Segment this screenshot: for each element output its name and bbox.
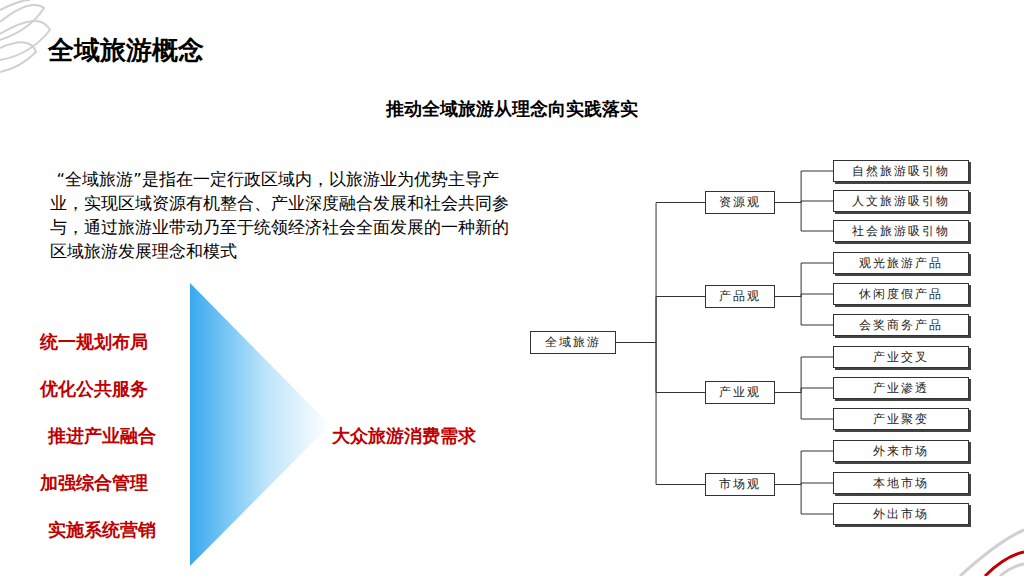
node-text: 人文旅游吸引物: [852, 193, 950, 210]
item-box: 社会旅游吸引物: [833, 220, 969, 242]
node-text: 市场观: [719, 476, 761, 493]
tree-connector: [775, 297, 833, 326]
node-text: 资源观: [719, 194, 761, 211]
corner-arcs: [0, 0, 50, 72]
item-box: 休闲度假产品: [833, 283, 969, 305]
category-box: 市场观: [705, 473, 775, 496]
measure-item: 实施系统营销: [48, 518, 156, 542]
tree-connector: [616, 297, 705, 343]
subtitle: 推动全域旅游从理念向实践落实: [0, 97, 1024, 121]
tree-connector: [616, 343, 705, 485]
node-text: 外出市场: [873, 506, 929, 523]
category-box: 资源观: [705, 191, 775, 214]
measure-item: 优化公共服务: [40, 377, 148, 401]
tree-connector: [775, 485, 833, 515]
node-text: 自然旅游吸引物: [852, 163, 950, 180]
demand-label: 大众旅游消费需求: [332, 424, 476, 448]
item-box: 人文旅游吸引物: [833, 190, 969, 212]
node-text: 产品观: [719, 288, 761, 305]
item-box: 外来市场: [833, 440, 969, 462]
measure-item: 统一规划布局: [40, 330, 148, 354]
node-text: 社会旅游吸引物: [852, 223, 950, 240]
tree-connector: [775, 357, 833, 393]
item-box: 本地市场: [833, 472, 969, 494]
tree-connector: [775, 263, 833, 297]
measure-item: 推进产业融合: [48, 424, 156, 448]
item-box: 会奖商务产品: [833, 314, 969, 336]
root-box: 全域旅游: [530, 331, 616, 354]
item-box: 产业聚变: [833, 408, 969, 430]
page-title: 全域旅游概念: [48, 33, 204, 68]
node-text: 外来市场: [873, 443, 929, 460]
item-box: 产业交叉: [833, 346, 969, 368]
definition-text: “全域旅游”是指在一定行政区域内，以旅游业为优势主导产业，实现区域资源有机整合、…: [50, 168, 522, 264]
node-text: 休闲度假产品: [859, 286, 943, 303]
node-text: 产业观: [719, 384, 761, 401]
node-text: 本地市场: [873, 475, 929, 492]
item-box: 自然旅游吸引物: [833, 160, 969, 182]
node-text: 产业聚变: [873, 411, 929, 428]
measure-item: 加强综合管理: [40, 471, 148, 495]
node-text: 观光旅游产品: [859, 255, 943, 272]
tree-connector: [775, 203, 833, 232]
tree-connector: [775, 171, 833, 203]
tree-connector: [616, 203, 705, 343]
item-box: 外出市场: [833, 503, 969, 525]
gradient-triangle: [190, 283, 330, 566]
item-box: 观光旅游产品: [833, 252, 969, 274]
item-box: 产业渗透: [833, 377, 969, 399]
category-box: 产品观: [705, 285, 775, 308]
node-text: 会奖商务产品: [859, 317, 943, 334]
tree-connector: [775, 451, 833, 485]
corner-curves: [960, 530, 1024, 576]
node-text: 产业交叉: [873, 349, 929, 366]
tree-connector: [775, 388, 833, 393]
node-text: 产业渗透: [873, 380, 929, 397]
node-text: 全域旅游: [545, 334, 601, 351]
tree-connector: [775, 393, 833, 420]
category-box: 产业观: [705, 381, 775, 404]
tree-connector: [616, 343, 705, 393]
